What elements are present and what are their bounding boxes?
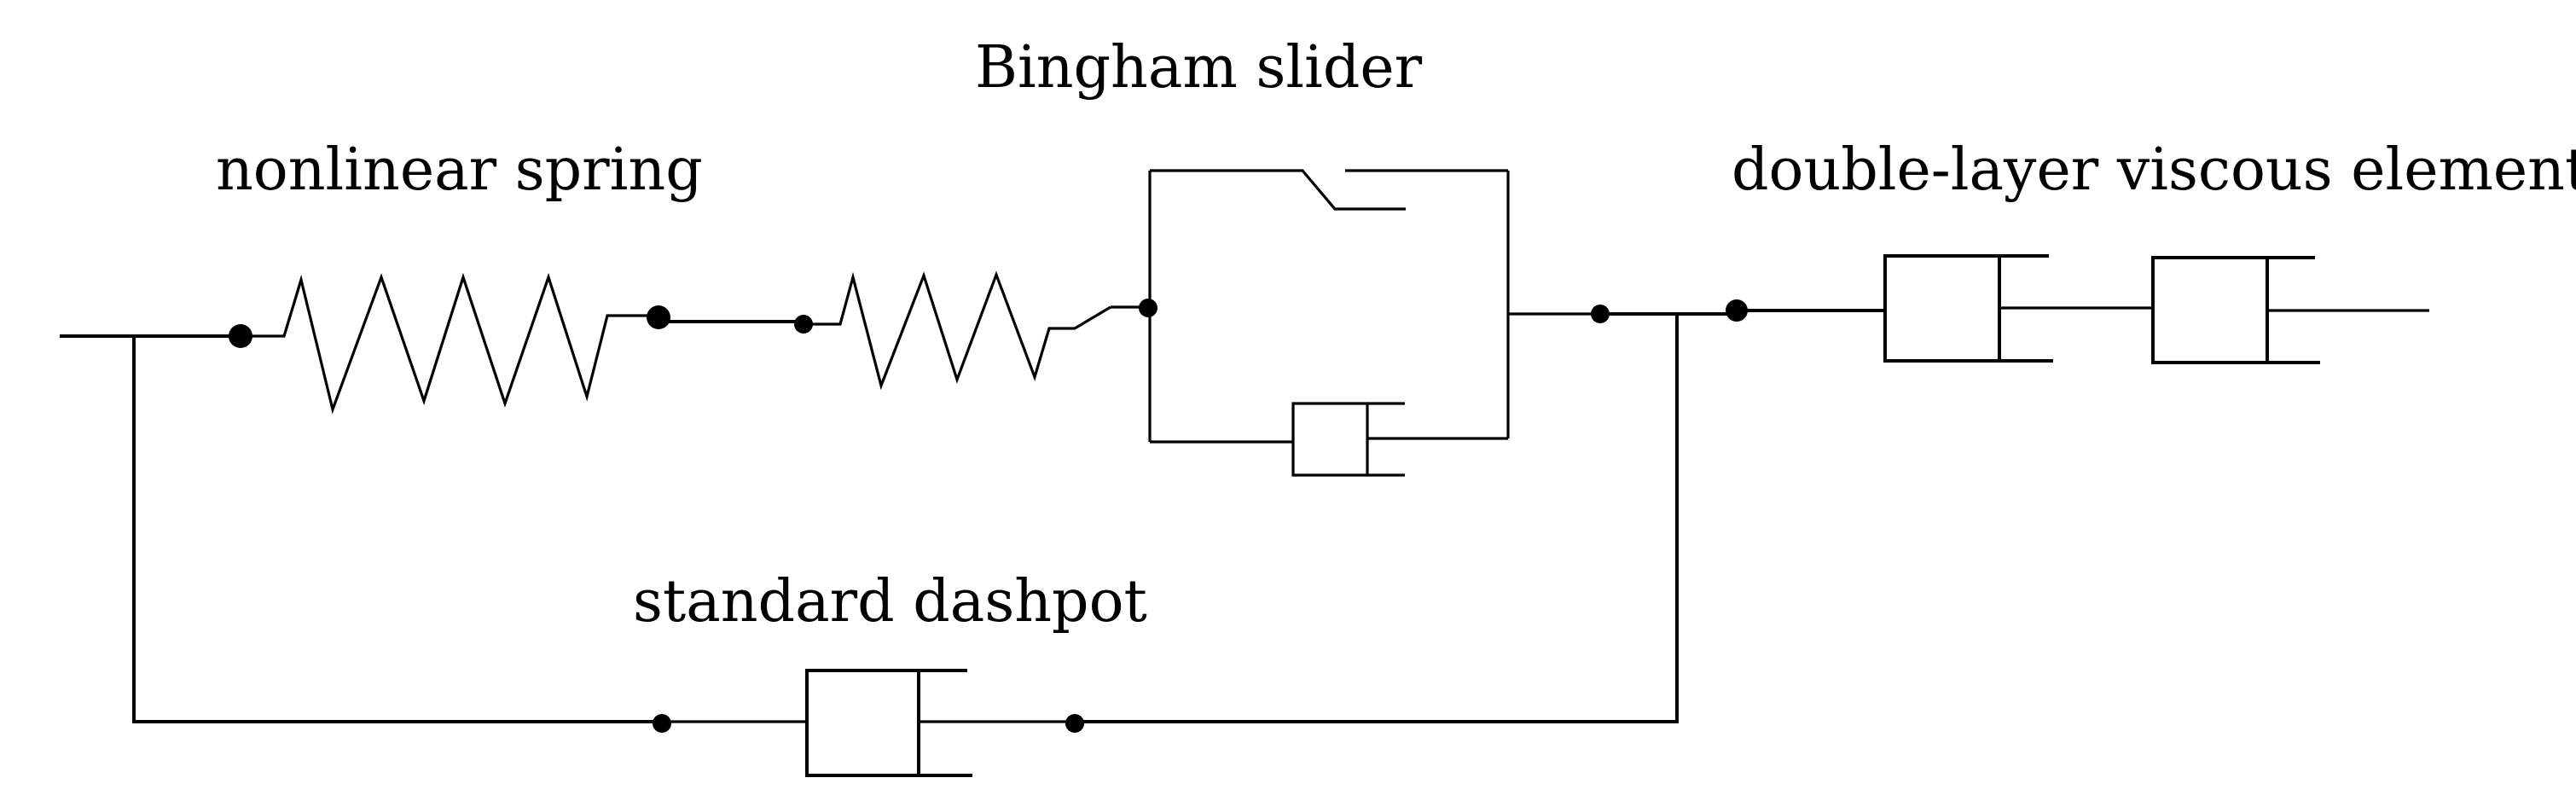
standard-dashpot xyxy=(653,669,1679,777)
label-double-layer-viscous-element: double-layer viscous element xyxy=(1732,136,2576,204)
double-layer-viscous-element xyxy=(1735,254,2429,364)
label-nonlinear-spring: nonlinear spring xyxy=(216,136,703,204)
label-bingham-slider: Bingham slider xyxy=(975,34,1423,102)
bingham-slider xyxy=(1148,169,1600,477)
linear-spring xyxy=(804,270,1157,391)
nonlinear-spring xyxy=(229,272,670,415)
junction-dot xyxy=(647,305,670,329)
junction-dot xyxy=(653,714,671,733)
label-standard-dashpot: standard dashpot xyxy=(633,568,1147,636)
left-terminal-wire xyxy=(60,334,665,723)
